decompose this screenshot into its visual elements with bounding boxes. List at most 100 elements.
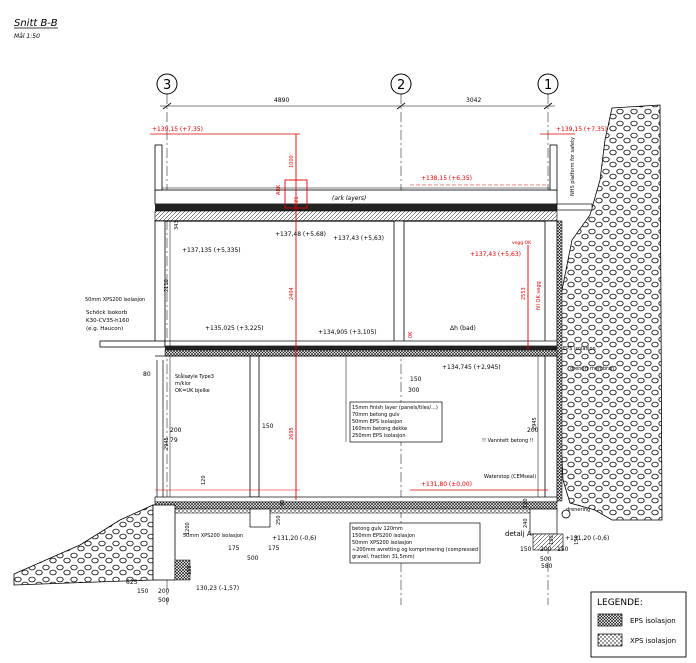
dim-150-g: 150 xyxy=(574,535,580,545)
dim-2945-right: 2945 xyxy=(532,417,538,430)
dim-2553: 2553 xyxy=(521,287,527,300)
floor-layer-2: 70mm betong gulv xyxy=(352,412,400,418)
red-text-vegg-ok: vegg OK xyxy=(512,240,532,246)
dim-4890: 4890 xyxy=(274,97,289,104)
red-level-top-right: +139,15 (+7,35) xyxy=(556,126,607,133)
dim-1000: 1000 xyxy=(289,155,295,168)
ground-layer-3: 50mm XPS200 isolasjon xyxy=(352,540,412,546)
level-l6: +134,745 (+2,945) xyxy=(442,364,501,371)
legend-title: LEGENDE: xyxy=(597,598,643,608)
dim-250: 250 xyxy=(276,515,282,525)
floor-layer-5: 250mm EPS isolasjon xyxy=(352,433,406,439)
floor-layers-table: 15mm finish layer (panels/tiles/...) 70m… xyxy=(345,356,443,443)
dim-200-d: 200 xyxy=(540,546,552,553)
dim-90: 90 xyxy=(280,500,286,506)
legend-eps-swatch xyxy=(597,613,623,627)
red-text-fill-ok: fill OK vegg xyxy=(536,281,542,310)
bad-label: Δh (bad) xyxy=(450,325,476,332)
ground-slab xyxy=(152,496,571,581)
red-markup: +139,15 (+7,35) +139,15 (+7,35) +138,15 … xyxy=(150,126,607,500)
ground-layer-2: 150mm EPS200 isolasjon xyxy=(352,533,415,539)
detalj-a-label: detalj A xyxy=(505,530,532,538)
dim-240: 240 xyxy=(523,518,529,528)
drawing-scale: Mål 1:50 xyxy=(14,33,40,40)
dim-580: 580 xyxy=(541,563,553,570)
level-l2: +137,43 (+5,63) xyxy=(333,235,384,242)
dim-2945-left: 2945 xyxy=(164,437,170,450)
red-text-ok: 0K xyxy=(408,331,414,338)
floor-layer-3: 50mm EPS isolasjon xyxy=(352,419,402,425)
dim-221: 221 xyxy=(294,196,300,206)
level-f3: 130,23 (-1,57) xyxy=(196,585,239,592)
dim-80: 80 xyxy=(143,371,151,378)
level-l4: +135,025 (+3,225) xyxy=(205,325,264,332)
dim-500-c: 500 xyxy=(540,556,552,563)
dim-200-a: 200 xyxy=(170,427,182,434)
ground-layer-1: betong gulv 120mm xyxy=(352,526,403,532)
drawing-title: Snitt B-B xyxy=(14,18,58,29)
level-f1: +131,20 (-0,6) xyxy=(272,535,316,542)
ground-layer-5: gravel, fraction 31,5mm) xyxy=(352,554,415,560)
nhs-platform-label: NHS platform for safety xyxy=(570,137,576,196)
red-level-ground: +131,80 (±0,00) xyxy=(421,481,472,488)
red-level-roof: +138,15 (+6,35) xyxy=(421,175,472,182)
middle-slab xyxy=(99,340,558,357)
stal-label-3: OK=UK bjelke xyxy=(175,388,210,394)
dim-175-b: 175 xyxy=(268,545,280,552)
vanntett-label: !! Vanntett betong !! xyxy=(482,438,534,444)
eps-label: EPS isolasjon xyxy=(563,346,596,352)
legend-xps-label: XPS isolasjon xyxy=(630,637,676,645)
dim-200-b: 200 xyxy=(527,427,539,434)
dim-175-a: 175 xyxy=(228,545,240,552)
annotations: +137,48 (+5,68) +137,43 (+5,63) +137,135… xyxy=(85,231,614,592)
legend: LEGENDE: EPS isolasjon XPS isolasjon xyxy=(590,591,687,658)
dim-3042: 3042 xyxy=(466,97,481,104)
dim-2110: 2110 xyxy=(164,279,170,292)
stal-label: Stålsøyle Type3 xyxy=(175,373,214,380)
axis-1-label: 1 xyxy=(544,78,552,93)
dim-79: 79 xyxy=(170,437,178,444)
dim-120-b: 120 xyxy=(523,498,529,508)
dim-120-a: 120 xyxy=(201,475,207,485)
axis-3-label: 3 xyxy=(163,78,171,93)
schock-label-3: (e.g. Haucon) xyxy=(86,326,123,332)
dim-2404: 2404 xyxy=(289,287,295,300)
waterstop-label: Waterstop (CEMseal) xyxy=(484,474,536,480)
ground-layer-4: ≈200mm avretting og komprimering (compre… xyxy=(352,547,478,553)
ark-layers-label: (ark layers) xyxy=(332,195,366,202)
legend-eps-label: EPS isolasjon xyxy=(630,617,676,625)
level-l3: +137,135 (+5,335) xyxy=(182,247,241,254)
dim-150-c: 150 xyxy=(187,565,193,575)
dim-200-c: 200 xyxy=(158,588,170,595)
dim-300: 300 xyxy=(408,387,420,394)
level-l5: +134,905 (+3,105) xyxy=(318,329,377,336)
axis-2-label: 2 xyxy=(397,78,405,93)
dim-150-e: 150 xyxy=(520,546,532,553)
red-level-top-left: +139,15 (+7,35) xyxy=(152,126,203,133)
drenert-label: drenert membran xyxy=(570,366,614,372)
red-text-ark: ARK xyxy=(276,184,282,195)
dim-500-b: 500 xyxy=(158,597,170,604)
terrain-rock-left xyxy=(13,504,154,586)
dim-625: 625 xyxy=(126,579,138,586)
roof-structure: (ark layers) NHS platform for safety xyxy=(154,137,593,222)
level-l1: +137,48 (+5,68) xyxy=(275,231,326,238)
dim-500-a: 500 xyxy=(247,555,259,562)
ground-layers-table: betong gulv 120mm 150mm EPS200 isolasjon… xyxy=(349,522,481,564)
dim-130: 130 xyxy=(549,535,555,545)
legend-xps-swatch xyxy=(597,633,623,647)
dim-150-a: 150 xyxy=(262,423,274,430)
dim-343: 343 xyxy=(174,220,180,230)
dim-150-b: 150 xyxy=(410,376,422,383)
schock-label-2: K30-CV35-h160 xyxy=(86,318,130,324)
dim-150-d: 150 xyxy=(137,588,149,595)
red-level-right-floor: +137,43 (+5,63) xyxy=(470,251,521,258)
floor-layer-4: 160mm betong dekke xyxy=(352,426,407,432)
dim-1200: 1200 xyxy=(185,522,191,535)
dim-150-f: 150 xyxy=(557,546,569,553)
xps50-label: 50mm XPS200 isolasjon xyxy=(85,297,145,303)
dim-2695: 2695 xyxy=(289,427,295,440)
level-f2: +131,20 (-0,6) xyxy=(565,535,609,542)
schock-label: Schöck Isokorb xyxy=(86,310,128,316)
